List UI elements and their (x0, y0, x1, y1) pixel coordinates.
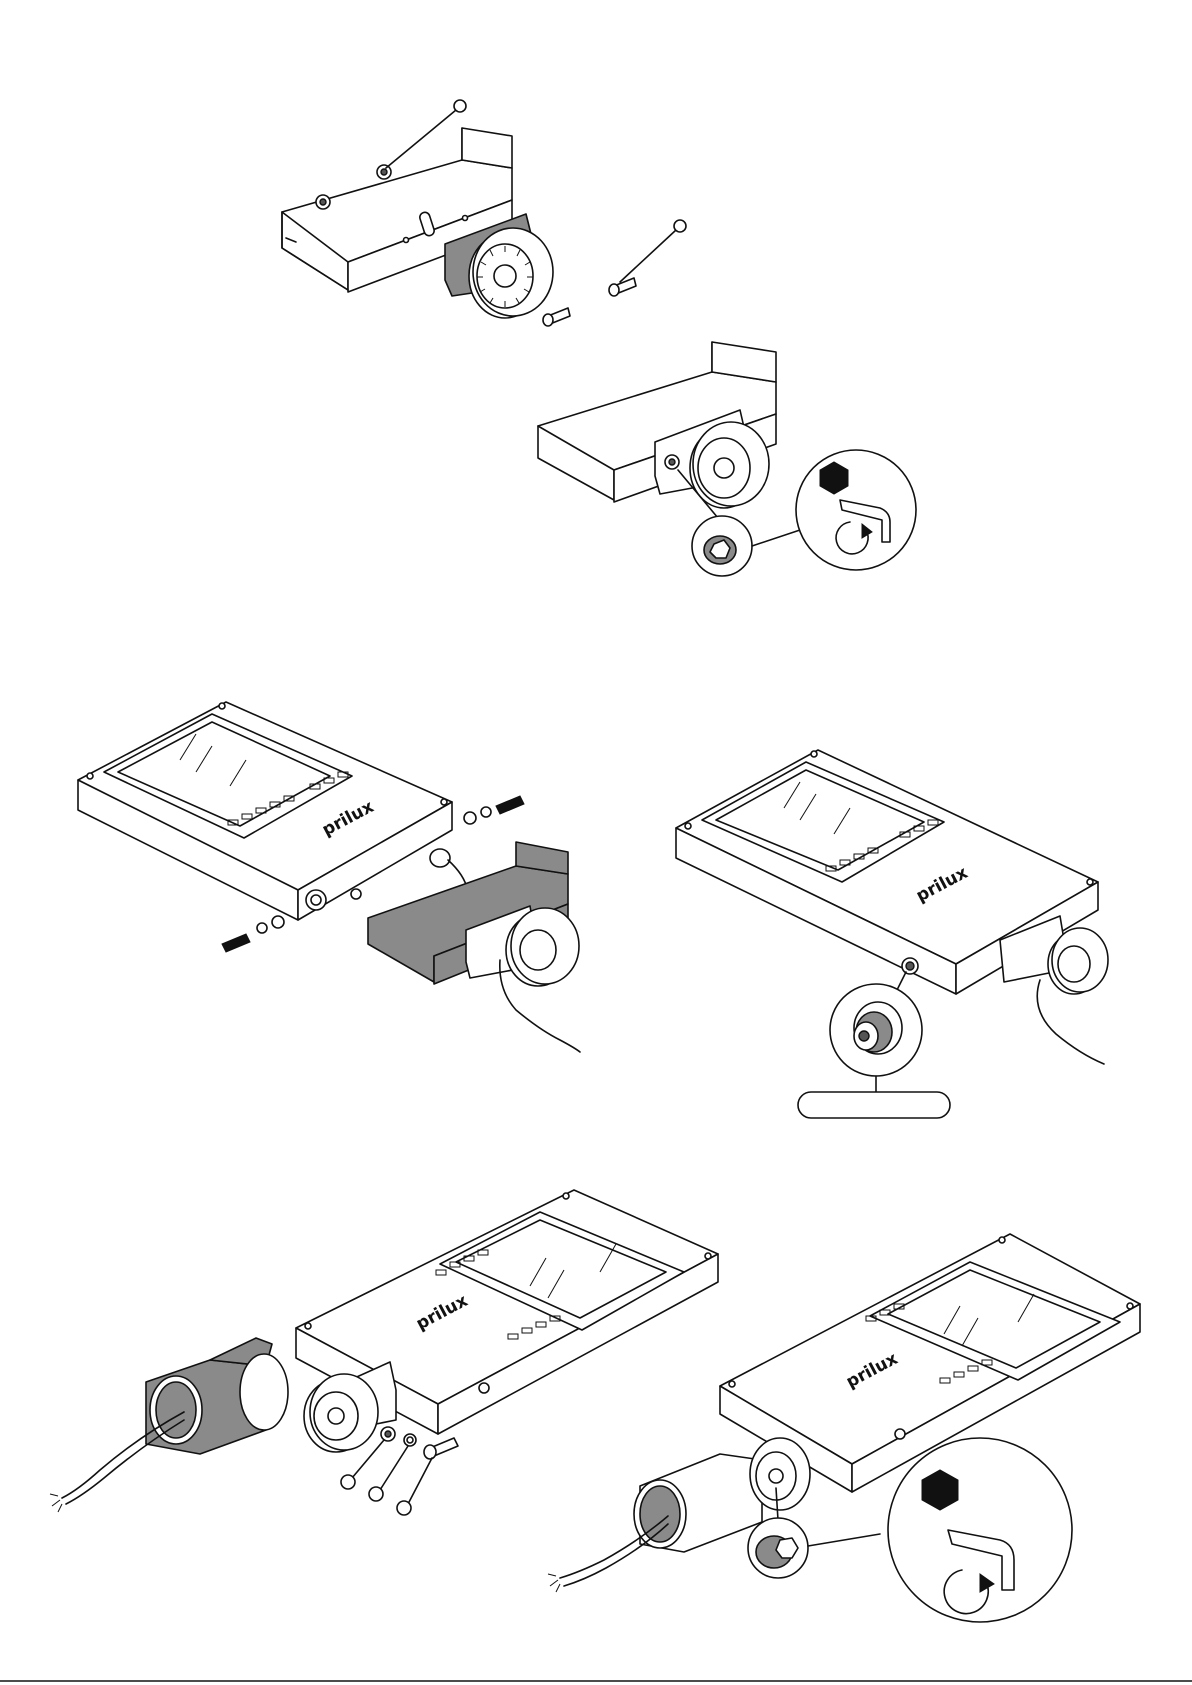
bolt-left (222, 916, 284, 952)
step-5-pole-adapter-exploded: prilux (50, 1190, 718, 1515)
step-1-bracket-exploded (282, 100, 686, 326)
zoom-bolt-head (692, 516, 752, 576)
nut-upper (377, 165, 391, 179)
bolt-1 (543, 308, 570, 326)
step-4-luminaire-assembled: prilux (676, 750, 1108, 1118)
zoom-bolt-head-2 (748, 1518, 808, 1578)
step-2-bracket-assembled (538, 342, 916, 576)
bolt-right (464, 796, 524, 824)
tool-detail (796, 450, 916, 570)
callout-circle-2 (674, 220, 686, 232)
nut-lower (316, 195, 330, 209)
callout-circle-3 (341, 1475, 355, 1489)
callout-circle-5 (397, 1501, 411, 1515)
step-3-luminaire-mount: prilux (78, 702, 580, 1052)
tool-detail-2 (888, 1438, 1072, 1622)
zoom-cable-gland (830, 984, 922, 1076)
callout-circle-1 (454, 100, 466, 112)
callout-circle-4 (369, 1487, 383, 1501)
label-box (798, 1092, 950, 1118)
